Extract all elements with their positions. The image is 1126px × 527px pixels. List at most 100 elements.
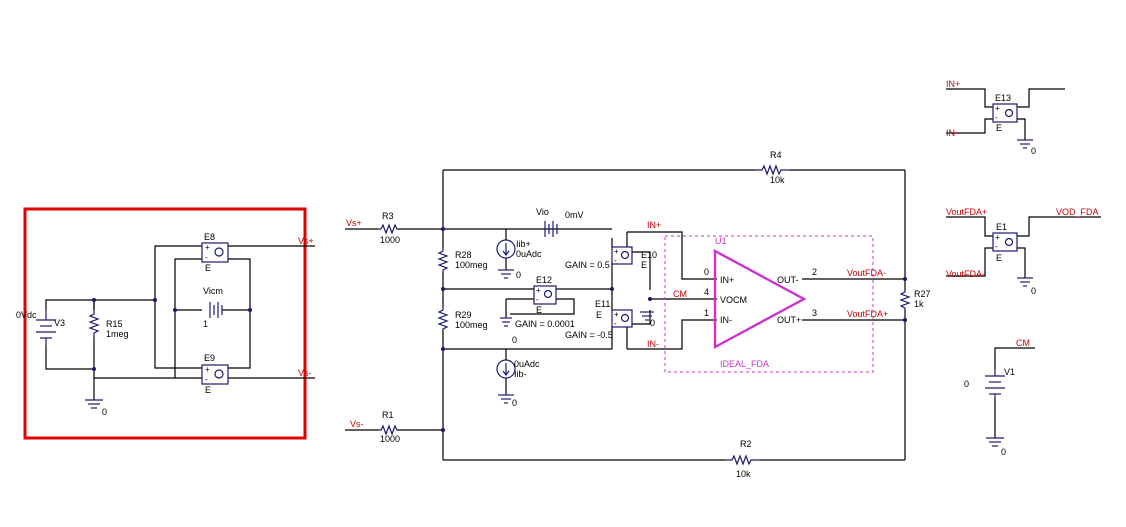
r27-resistor[interactable] xyxy=(899,290,911,310)
net-label-in-minus-right: IN- xyxy=(946,128,958,138)
r2-value: 10k xyxy=(736,469,751,479)
u1-name: IDEAL_FDA xyxy=(720,359,769,369)
net-label-vod-fda: VOD_FDA xyxy=(1056,207,1099,217)
u1-pin-out-minus: OUT- xyxy=(777,275,799,285)
junction-dots xyxy=(92,227,907,432)
svg-text:+: + xyxy=(536,286,541,295)
ground-label: 0 xyxy=(1031,286,1036,296)
svg-text:-: - xyxy=(614,256,617,265)
u1-ref: U1 xyxy=(715,236,727,246)
net-label-vs-plus-left: Vs+ xyxy=(298,236,314,246)
svg-text:+: + xyxy=(614,247,619,256)
r3-resistor[interactable] xyxy=(378,223,398,235)
ground-symbol xyxy=(500,317,512,327)
vio-source[interactable] xyxy=(544,221,558,237)
e13-vcvs[interactable]: + - xyxy=(992,103,1018,123)
e10-gain: GAIN = 0.5 xyxy=(565,260,610,270)
v3-source[interactable] xyxy=(36,310,56,345)
ground-symbol xyxy=(986,437,1004,447)
e9-vcvs[interactable]: + - xyxy=(201,364,229,385)
v1-ref: V1 xyxy=(1004,367,1015,377)
r28-resistor[interactable] xyxy=(437,248,449,272)
fda-triangle[interactable] xyxy=(713,248,807,350)
net-label-vs-minus: Vs- xyxy=(350,419,364,429)
r15-resistor[interactable] xyxy=(88,310,100,337)
vio-value: 0mV xyxy=(565,210,584,220)
u1-node-4: 4 xyxy=(704,287,709,297)
iib-minus-source[interactable] xyxy=(496,359,516,379)
r3-ref: R3 xyxy=(382,211,394,221)
u1-pin-in-minus: IN- xyxy=(720,315,732,325)
e9-sub: E xyxy=(205,385,211,395)
net-label-vout-fda-plus: VoutFDA+ xyxy=(847,309,888,319)
ground-label: 0 xyxy=(102,407,107,417)
svg-text:+: + xyxy=(205,365,210,374)
v3-value: 0Vdc xyxy=(16,310,37,320)
r1-resistor[interactable] xyxy=(378,424,398,436)
u1-node-0: 0 xyxy=(704,267,709,277)
svg-text:+: + xyxy=(995,233,1000,242)
u1-pin-out-plus: OUT+ xyxy=(777,315,801,325)
ground-symbol xyxy=(640,311,654,321)
wires-e1 xyxy=(946,216,1101,278)
net-label-cm: CM xyxy=(673,289,687,299)
r15-ref: R15 xyxy=(106,319,123,329)
net-label-vs-plus: Vs+ xyxy=(346,218,362,228)
e10-sub: E xyxy=(641,260,647,270)
e9-ref: E9 xyxy=(204,353,215,363)
svg-text:-: - xyxy=(536,295,539,304)
r2-resistor[interactable] xyxy=(725,454,760,466)
e10-vcvs[interactable]: + - xyxy=(611,246,633,265)
r4-ref: R4 xyxy=(770,150,782,160)
r29-resistor[interactable] xyxy=(437,307,449,330)
ground-symbol xyxy=(498,269,514,279)
svg-text:-: - xyxy=(205,375,208,384)
svg-text:+: + xyxy=(995,104,1000,113)
ground-symbol xyxy=(1017,277,1033,287)
e1-vcvs[interactable]: + - xyxy=(992,232,1018,252)
e12-ref: E12 xyxy=(536,275,552,285)
vicm-source[interactable] xyxy=(209,302,223,318)
e11-vcvs[interactable]: + - xyxy=(611,309,633,328)
r27-ref: R27 xyxy=(914,289,931,299)
ground-symbol xyxy=(85,399,103,409)
e1-sub: E xyxy=(996,253,1002,263)
e12-vcvs[interactable]: + - xyxy=(533,285,557,305)
e8-vcvs[interactable]: + - xyxy=(201,242,229,263)
u1-pin-vocm: VOCM xyxy=(720,295,747,305)
ground-symbol xyxy=(1017,139,1033,149)
net-label-in-minus: IN- xyxy=(647,339,659,349)
r1-value: 1000 xyxy=(380,434,400,444)
v1-source[interactable] xyxy=(985,370,1005,398)
r4-resistor[interactable] xyxy=(755,164,790,176)
vicm-value: 1 xyxy=(203,319,208,329)
selection-box[interactable] xyxy=(23,207,307,440)
v3-ref: V3 xyxy=(54,318,65,328)
net-label-vout-fda-minus-right: VoutFDA- xyxy=(946,269,985,279)
r2-ref: R2 xyxy=(740,439,752,449)
ground-label: 0 xyxy=(1031,146,1036,156)
r15-value: 1meg xyxy=(106,329,129,339)
net-label-vout-fda-plus-right: VoutFDA+ xyxy=(946,207,987,217)
ground-label: 0 xyxy=(512,398,517,408)
e11-sub: E xyxy=(596,310,602,320)
r29-value: 100meg xyxy=(455,320,488,330)
net-label-in-plus-right: IN+ xyxy=(946,79,960,89)
vio-ref: Vio xyxy=(536,207,549,217)
net-label-cm-v1: CM xyxy=(1016,338,1030,348)
svg-text:-: - xyxy=(614,319,617,328)
iib-plus-ref: Iib+ xyxy=(516,239,531,249)
ground-symbol xyxy=(498,394,514,404)
wires-v1 xyxy=(994,347,1035,438)
ground-label: 0 xyxy=(512,335,517,345)
r27-value: 1k xyxy=(914,299,924,309)
iib-plus-source[interactable] xyxy=(496,239,516,259)
svg-text:-: - xyxy=(995,113,998,122)
r28-ref: R28 xyxy=(455,250,472,260)
r3-value: 1000 xyxy=(380,235,400,245)
r29-ref: R29 xyxy=(455,310,472,320)
wires-e13 xyxy=(946,88,1065,140)
e8-sub: E xyxy=(205,263,211,273)
vicm-ref: Vicm xyxy=(203,286,223,296)
